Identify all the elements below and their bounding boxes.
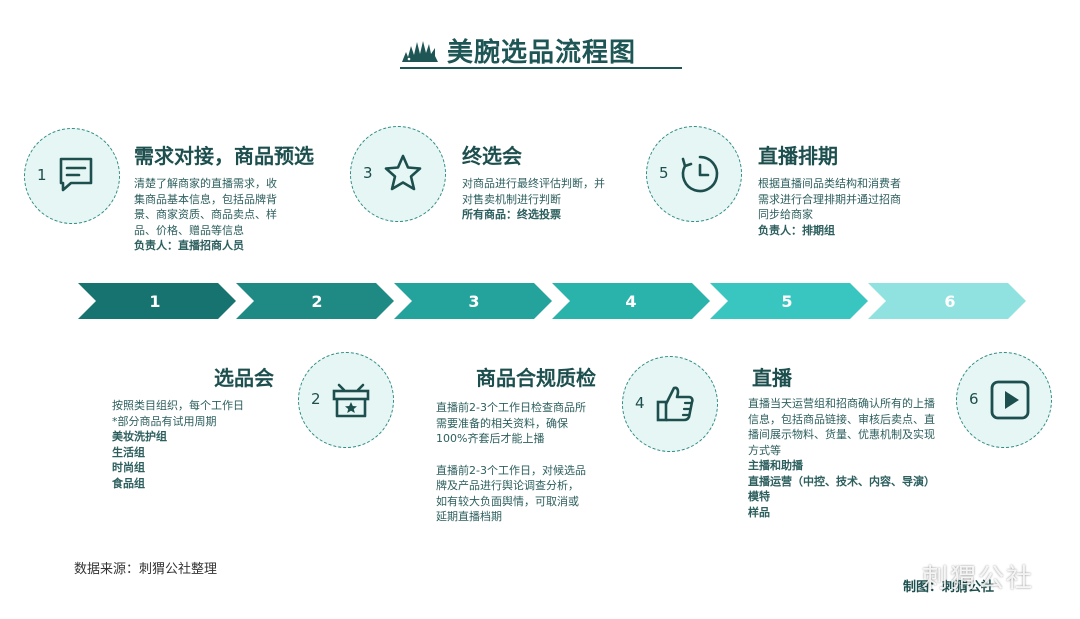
step-4-number: 4 (635, 394, 645, 412)
step-3-line: 对售卖机制进行判断 (462, 192, 561, 206)
watermark: 刺猬公社 (922, 564, 1035, 594)
paragraph-spacer (436, 447, 586, 463)
step-1-owner: 负责人：直播招商人员 (134, 239, 244, 252)
step-3-line: 对商品进行最终评估判断，并 (462, 177, 605, 190)
step-2-group: 食品组 (112, 476, 145, 490)
step-4-title: 商品合规质检 (476, 366, 596, 390)
step-5-line: 根据直播间品类结构和消费者 (758, 177, 901, 190)
step-1-line: 集商品基本信息，包括品牌背 (134, 192, 277, 206)
step-6-line: 直播当天运营组和招商确认所有的上播 (748, 397, 935, 410)
step-2-line: 按照类目组织，每个工作日 (112, 399, 244, 412)
page-title: 美腕选品流程图 (447, 38, 637, 68)
step-2-line: *部分商品有试用周期 (112, 414, 217, 428)
step-2-description: 按照类目组织，每个工作日 *部分商品有试用周期 美妆洗护组 生活组 时尚组 食品… (112, 398, 244, 491)
step-2-group: 时尚组 (112, 461, 145, 474)
arrow-label-5: 5 (781, 292, 792, 311)
arrow-segment-4 (552, 283, 710, 319)
step-2-title: 选品会 (214, 366, 274, 390)
step-1-line: 景、商家资质、商品卖点、样 (134, 208, 277, 221)
step-5-line: 需求进行合理排期并通过招商 (758, 192, 901, 206)
step-4-line: 如有较大负面舆情，可取消或 (436, 494, 579, 508)
step-2-circle: 2 (298, 352, 394, 448)
step-1-line: 清楚了解商家的直播需求，收 (134, 177, 277, 190)
step-2-group: 美妆洗护组 (112, 430, 167, 443)
step-5-line: 同步给商家 (758, 208, 813, 221)
arrow-label-6: 6 (944, 292, 955, 311)
step-1-line: 品、价格、赠品等信息 (134, 223, 244, 237)
arrow-segment-6 (868, 283, 1026, 319)
step-3-title: 终选会 (462, 144, 522, 168)
step-5-number: 5 (659, 164, 669, 182)
step-4-line: 延期直播档期 (436, 510, 502, 523)
step-3-description: 对商品进行最终评估判断，并 对售卖机制进行判断 所有商品：终选投票 (462, 176, 605, 223)
data-source: 数据来源：刺猬公社整理 (74, 562, 218, 577)
chart-credit: 制图：刺猬公社 (903, 580, 995, 595)
process-arrow-band: 1 2 3 4 5 6 (78, 283, 1026, 319)
arrow-segment-3 (394, 283, 552, 319)
step-6-number: 6 (969, 390, 979, 408)
arrow-segment-5 (710, 283, 868, 319)
chat-icon (59, 157, 93, 192)
step-2-group: 生活组 (112, 445, 145, 459)
arrow-label-1: 1 (149, 292, 160, 311)
hedgehog-logo-icon (402, 41, 438, 62)
step-4-description: 直播前2-3个工作日检查商品所 需要准备的相关资料，确保 100%齐套后才能上播… (436, 400, 586, 525)
step-5-owner: 负责人：排期组 (758, 223, 835, 237)
title-block: 美腕选品流程图 (400, 30, 682, 70)
step-6-role: 模特 (748, 490, 770, 503)
step-5-circle: 5 (646, 126, 742, 222)
step-6-circle: 6 (956, 352, 1052, 448)
step-6-role: 直播运营（中控、技术、内容、导演） (748, 474, 935, 488)
step-3-owner: 所有商品：终选投票 (462, 208, 561, 221)
step-6-description: 直播当天运营组和招商确认所有的上播 信息，包括商品链接、审核后卖点、直 播间展示… (748, 396, 935, 520)
play-icon (990, 380, 1030, 420)
arrow-segment-1 (78, 283, 236, 319)
step-3-circle: 3 (350, 126, 446, 222)
arrow-label-3: 3 (468, 292, 479, 311)
step-4-line: 牌及产品进行舆论调查分析， (436, 479, 579, 492)
step-6-line: 方式等 (748, 443, 781, 457)
step-4-line: 直播前2-3个工作日检查商品所 (436, 401, 586, 414)
clock-icon (681, 155, 719, 193)
arrow-label-2: 2 (311, 292, 322, 311)
thumbs-up-icon (656, 386, 694, 422)
step-3-number: 3 (363, 164, 373, 182)
arrow-segment-2 (236, 283, 394, 319)
step-5-description: 根据直播间品类结构和消费者 需求进行合理排期并通过招商 同步给商家 负责人：排期… (758, 176, 901, 238)
step-1-description: 清楚了解商家的直播需求，收 集商品基本信息，包括品牌背 景、商家资质、商品卖点、… (134, 176, 277, 254)
step-4-circle: 4 (622, 356, 718, 452)
star-icon (384, 154, 422, 191)
step-6-line: 播间展示物料、货量、优惠机制及实现 (748, 428, 935, 441)
step-6-title: 直播 (752, 366, 792, 390)
step-2-number: 2 (311, 390, 321, 408)
title-underline (400, 67, 682, 69)
arrow-label-4: 4 (625, 292, 636, 311)
step-5-title: 直播排期 (758, 144, 838, 168)
gift-box-icon (332, 383, 370, 418)
step-1-title: 需求对接，商品预选 (134, 144, 314, 168)
step-4-line: 100%齐套后才能上播 (436, 432, 545, 445)
step-4-line: 需要准备的相关资料，确保 (436, 416, 568, 430)
step-6-role: 样品 (748, 505, 770, 519)
step-4-line: 直播前2-3个工作日，对候选品 (436, 463, 586, 477)
step-6-role: 主播和助播 (748, 459, 803, 472)
step-1-number: 1 (37, 166, 47, 184)
step-6-line: 信息，包括商品链接、审核后卖点、直 (748, 412, 935, 426)
step-1-circle: 1 (24, 128, 120, 224)
